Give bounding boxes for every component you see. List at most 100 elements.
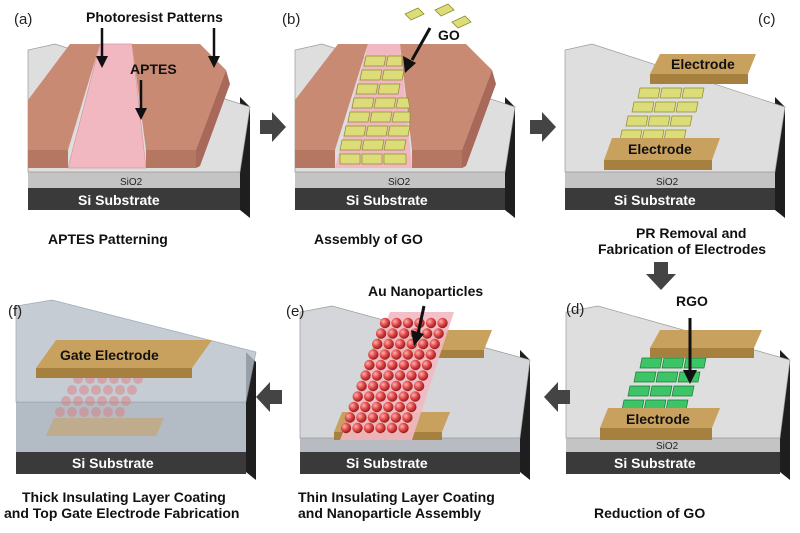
photoresist-left-top	[295, 44, 368, 150]
au-nanoparticle	[375, 359, 387, 371]
embedded-nanoparticle	[61, 396, 71, 406]
step-arrow-bc	[530, 112, 556, 142]
au-nanoparticle	[390, 380, 402, 392]
embedded-nanoparticle	[67, 385, 77, 395]
au-nanoparticle	[433, 328, 444, 339]
au-nanoparticle	[340, 422, 352, 434]
caption-line: and Top Gate Electrode Fabrication	[4, 505, 239, 521]
go-flakes	[619, 87, 705, 141]
au-nanoparticle	[364, 359, 375, 371]
substrate-front-face	[28, 188, 240, 210]
electrode-bottom-top	[604, 138, 720, 160]
electrode-top-top	[650, 330, 762, 348]
panel-b-caption: Assembly of GO	[314, 231, 423, 247]
au-nanoparticle	[387, 328, 398, 339]
au-nanoparticle	[410, 359, 421, 371]
aptes-label: APTES	[130, 61, 177, 77]
au-nanoparticle	[437, 317, 448, 329]
substrate-label: Si Substrate	[72, 455, 154, 471]
au-nanoparticle	[429, 338, 440, 350]
electrode-top-top	[650, 54, 756, 74]
sio2-front-face	[566, 438, 780, 452]
electrode-bottom-front	[604, 160, 712, 170]
au-nanoparticle	[395, 338, 406, 350]
panel-f-caption: Thick Insulating Layer Coating and Top G…	[4, 489, 239, 521]
au-nanoparticle	[413, 380, 425, 392]
step-arrow-cd	[646, 262, 676, 290]
substrate-front-face	[300, 452, 520, 474]
photoresist-right-side	[462, 70, 496, 168]
au-nanoparticle	[379, 349, 390, 360]
rgo-label: RGO	[676, 293, 708, 309]
au-nanoparticle	[394, 401, 405, 413]
au-nanoparticle	[375, 391, 386, 402]
panel-d-letter: (d)	[566, 301, 584, 318]
embedded-nanoparticle	[73, 396, 83, 406]
caption-line: Thin Insulating Layer Coating	[298, 489, 495, 505]
au-nanoparticle	[421, 328, 433, 339]
au-nanoparticle	[375, 422, 386, 434]
au-nanoparticle	[379, 317, 391, 329]
au-nanoparticle	[371, 401, 382, 413]
photoresist-left-top	[28, 44, 100, 150]
substrate-front-face	[566, 452, 780, 474]
nanoparticle-arrow	[411, 305, 426, 346]
au-nanoparticle	[372, 338, 383, 350]
au-nanoparticle	[344, 412, 356, 423]
photoresist-arrow-right	[208, 28, 220, 68]
panel-f: (f) Gate Electrode Si Substrate Thick In…	[4, 299, 257, 521]
go-arrow	[403, 27, 432, 73]
au-nanoparticle	[356, 380, 367, 392]
au-nanoparticle	[394, 370, 406, 381]
photoresist-right-front	[412, 150, 462, 168]
au-nanoparticles	[340, 317, 448, 434]
gate-electrode-front	[36, 368, 192, 378]
substrate-label: Si Substrate	[614, 192, 696, 208]
au-nanoparticle	[360, 370, 371, 381]
go-flakes	[339, 55, 411, 165]
electrode-top-front	[650, 348, 754, 358]
au-nanoparticle	[352, 422, 363, 434]
electrode-label: Electrode	[626, 411, 690, 427]
nanoparticles-label: Au Nanoparticles	[368, 283, 483, 299]
substrate-label: Si Substrate	[346, 192, 428, 208]
electrode-top-front	[650, 74, 748, 84]
panel-b: (b) GO SiO2 Si Substrate Assembly of GO	[282, 3, 516, 247]
step-arrow-ab	[260, 112, 286, 142]
au-nanoparticle	[398, 359, 410, 371]
photoresist-right-top	[400, 44, 492, 150]
panel-d: (d) RGO Electrode SiO2 Si Substrate Redu…	[565, 293, 791, 521]
au-nanoparticle	[367, 380, 379, 392]
photoresist-left-front	[28, 150, 68, 168]
au-nanoparticle	[391, 317, 402, 329]
electrode-top-label: Electrode	[671, 56, 735, 72]
au-nanoparticle	[383, 401, 394, 413]
sio2-front-face	[28, 172, 240, 188]
panel-f-letter: (f)	[8, 303, 22, 320]
caption-line: and Nanoparticle Assembly	[298, 505, 481, 521]
sio2-label: SiO2	[656, 441, 679, 452]
substrate-front-face	[16, 452, 246, 474]
caption-line: Fabrication of Electrodes	[598, 241, 766, 257]
au-nanoparticle	[356, 412, 367, 423]
panel-a: (a) Photoresist Patterns APTES SiO2 Si S…	[14, 9, 251, 247]
au-nanoparticle	[421, 359, 433, 371]
embedded-nanoparticle	[115, 385, 125, 395]
au-nanoparticle	[398, 328, 410, 339]
au-nanoparticle	[417, 370, 429, 381]
panel-c-caption: PR Removal and Fabrication of Electrodes	[598, 225, 766, 257]
sio2-front-face	[565, 172, 775, 188]
au-nanoparticle	[391, 349, 402, 360]
panel-d-caption: Reduction of GO	[594, 505, 705, 521]
au-nanoparticle	[406, 370, 417, 381]
au-nanoparticle	[390, 412, 402, 423]
panel-c: (c) Electrode Electrode SiO2 Si Substrat…	[564, 11, 786, 257]
embedded-nanoparticle	[115, 407, 125, 417]
substrate-front-face	[565, 188, 775, 210]
panel-e-caption: Thin Insulating Layer Coating and Nanopa…	[298, 489, 499, 521]
embedded-nanoparticle	[91, 385, 101, 395]
step-arrow-de	[544, 382, 570, 412]
falling-go-flakes	[404, 3, 472, 29]
au-nanoparticle	[387, 391, 398, 402]
